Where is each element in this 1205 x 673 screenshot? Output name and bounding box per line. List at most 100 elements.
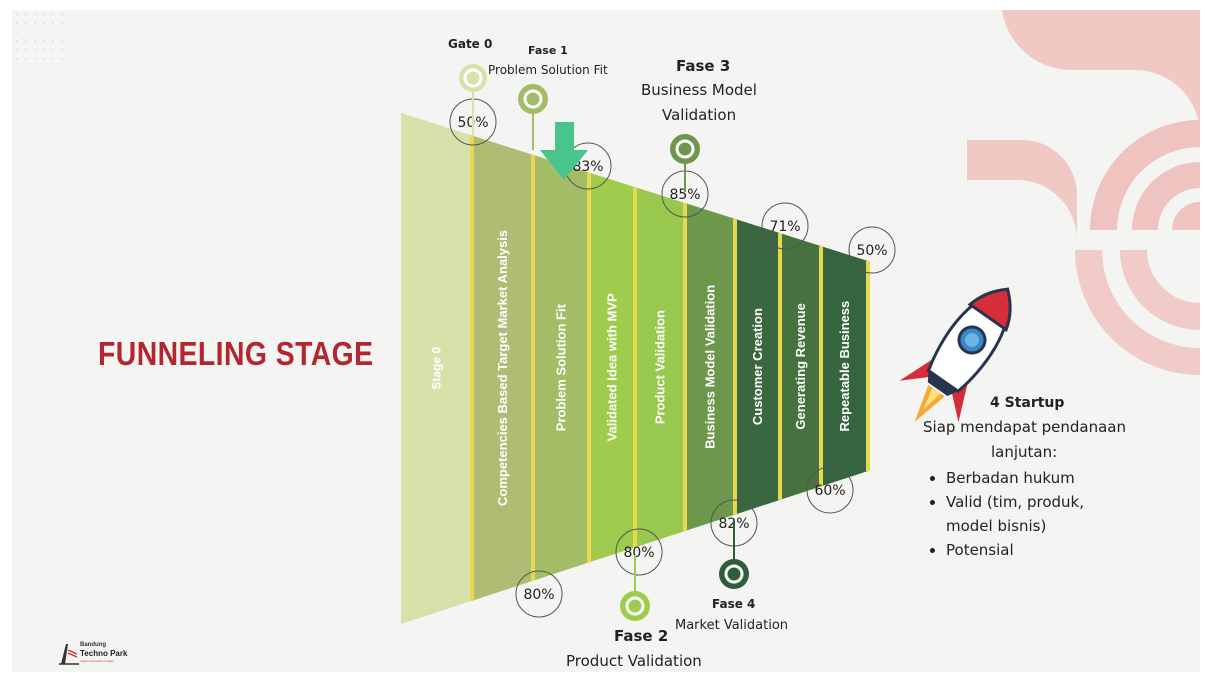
bottom-percentage-circle: [806, 466, 854, 514]
logo-line3: Inspire Innovation Impact: [80, 659, 114, 663]
stage-label: Generating Revenue: [793, 303, 808, 429]
result-title: 4 Startup: [990, 395, 1065, 411]
result-bullets: Berbadan hukum Valid (tim, produk, model…: [924, 466, 1084, 562]
stage-label: Customer Creation: [750, 308, 765, 425]
fase4-marker: [719, 520, 749, 589]
dot: [43, 22, 45, 24]
stage-label: Competencies Based Target Market Analysi…: [495, 230, 510, 506]
dot: [61, 13, 63, 15]
fase3-subtitle-line1: Business Model: [641, 81, 757, 99]
bottom-percentage: 80%: [523, 587, 554, 603]
bottom-percentage-circle: [515, 570, 563, 618]
slide: Stage 0 Competencies Based Target Market …: [12, 10, 1200, 672]
funnel-diagram: Stage 0 Competencies Based Target Market …: [16, 10, 1200, 624]
fase2-subtitle: Product Validation: [566, 652, 702, 670]
funnel-segment: [533, 154, 589, 581]
dot: [34, 58, 36, 60]
dot: [25, 58, 27, 60]
logo-line1: Bandung: [80, 642, 106, 648]
dot: [43, 40, 45, 42]
dot: [52, 40, 54, 42]
funnel-segment: [472, 135, 533, 601]
top-percentage-circle: [848, 226, 896, 274]
stage-label: Repeatable Business: [837, 301, 852, 432]
deco-arc-bands-1: [1090, 120, 1200, 230]
bullet-item-continuation: model bisnis): [946, 517, 1047, 535]
dot: [34, 40, 36, 42]
dot: [52, 49, 54, 51]
dot: [25, 40, 27, 42]
dot-pattern: [16, 13, 63, 60]
dot: [43, 58, 45, 60]
deco-arc-bands-2: [1132, 162, 1200, 230]
dot: [43, 31, 45, 33]
fase2-marker: [620, 555, 650, 621]
dot: [34, 22, 36, 24]
dot: [61, 40, 63, 42]
deco-arc-lower2: [1120, 250, 1200, 330]
dot: [25, 13, 27, 15]
deco-arc-left: [967, 140, 1077, 240]
funnel-segment: [685, 203, 735, 531]
dot: [61, 31, 63, 33]
stage-label: Stage 0: [430, 347, 444, 390]
fase3-title: Fase 3: [676, 57, 731, 75]
funnel-segment: [589, 172, 635, 563]
dot: [52, 58, 54, 60]
dot: [34, 49, 36, 51]
funnel-segment: [735, 218, 780, 515]
fase2-title: Fase 2: [614, 627, 669, 645]
dot: [61, 58, 63, 60]
dot: [25, 22, 27, 24]
bullet-list: Berbadan hukum Valid (tim, produk, model…: [924, 466, 1084, 562]
bullet-item: Berbadan hukum: [946, 466, 1084, 490]
logo-line2: Techno Park: [80, 649, 128, 658]
fase3-marker: [670, 134, 700, 192]
gate0-title: Gate 0: [448, 37, 493, 51]
fase4-title: Fase 4: [712, 597, 756, 611]
bullet-item: Potensial: [946, 538, 1084, 562]
result-line1: Siap mendapat pendanaan: [923, 418, 1126, 436]
dot: [52, 13, 54, 15]
logo-mark-icon: [59, 644, 79, 665]
stage-label: Validated Idea with MVP: [605, 293, 620, 441]
funnel-segment: [780, 233, 821, 500]
dot: [25, 49, 27, 51]
fase1-subtitle: Problem Solution Fit: [488, 63, 608, 77]
stage-label: Product Validation: [653, 310, 668, 424]
dot: [61, 49, 63, 51]
dot: [43, 13, 45, 15]
top-percentage: 83%: [572, 159, 603, 175]
dot: [61, 22, 63, 24]
fase3-subtitle-line2: Validation: [662, 106, 737, 124]
stage-label: Business Model Validation: [703, 285, 718, 449]
page-title: FUNNELING STAGE: [98, 335, 374, 372]
dot: [16, 31, 18, 33]
top-percentage: 85%: [669, 187, 700, 203]
bullet-item: Valid (tim, produk,: [946, 490, 1084, 514]
dot: [34, 31, 36, 33]
fase4-subtitle: Market Validation: [675, 618, 789, 633]
fase1-title: Fase 1: [528, 44, 568, 57]
dot: [16, 13, 18, 15]
funnel-segment: [821, 246, 868, 487]
decorative-arcs: [955, 10, 1200, 375]
funnel-segment: [401, 113, 472, 624]
deco-arc-top: [955, 10, 1200, 135]
dot: [43, 49, 45, 51]
stage-label: Problem Solution Fit: [554, 303, 569, 431]
gate0-marker: [459, 64, 487, 135]
bottom-percentage-circle: [615, 528, 663, 576]
funnel-segment: [635, 187, 685, 548]
bottom-percentage: 60%: [814, 483, 845, 499]
top-percentage: 71%: [769, 219, 800, 235]
dot: [16, 58, 18, 60]
top-percentage: 50%: [856, 243, 887, 259]
top-percentage-circle: [761, 202, 809, 250]
dot: [16, 49, 18, 51]
dot: [52, 31, 54, 33]
dot: [16, 22, 18, 24]
rocket-icon: [899, 287, 1012, 423]
techno-park-logo: Bandung Techno Park Inspire Innovation I…: [59, 640, 149, 672]
result-line2: lanjutan:: [991, 443, 1058, 461]
